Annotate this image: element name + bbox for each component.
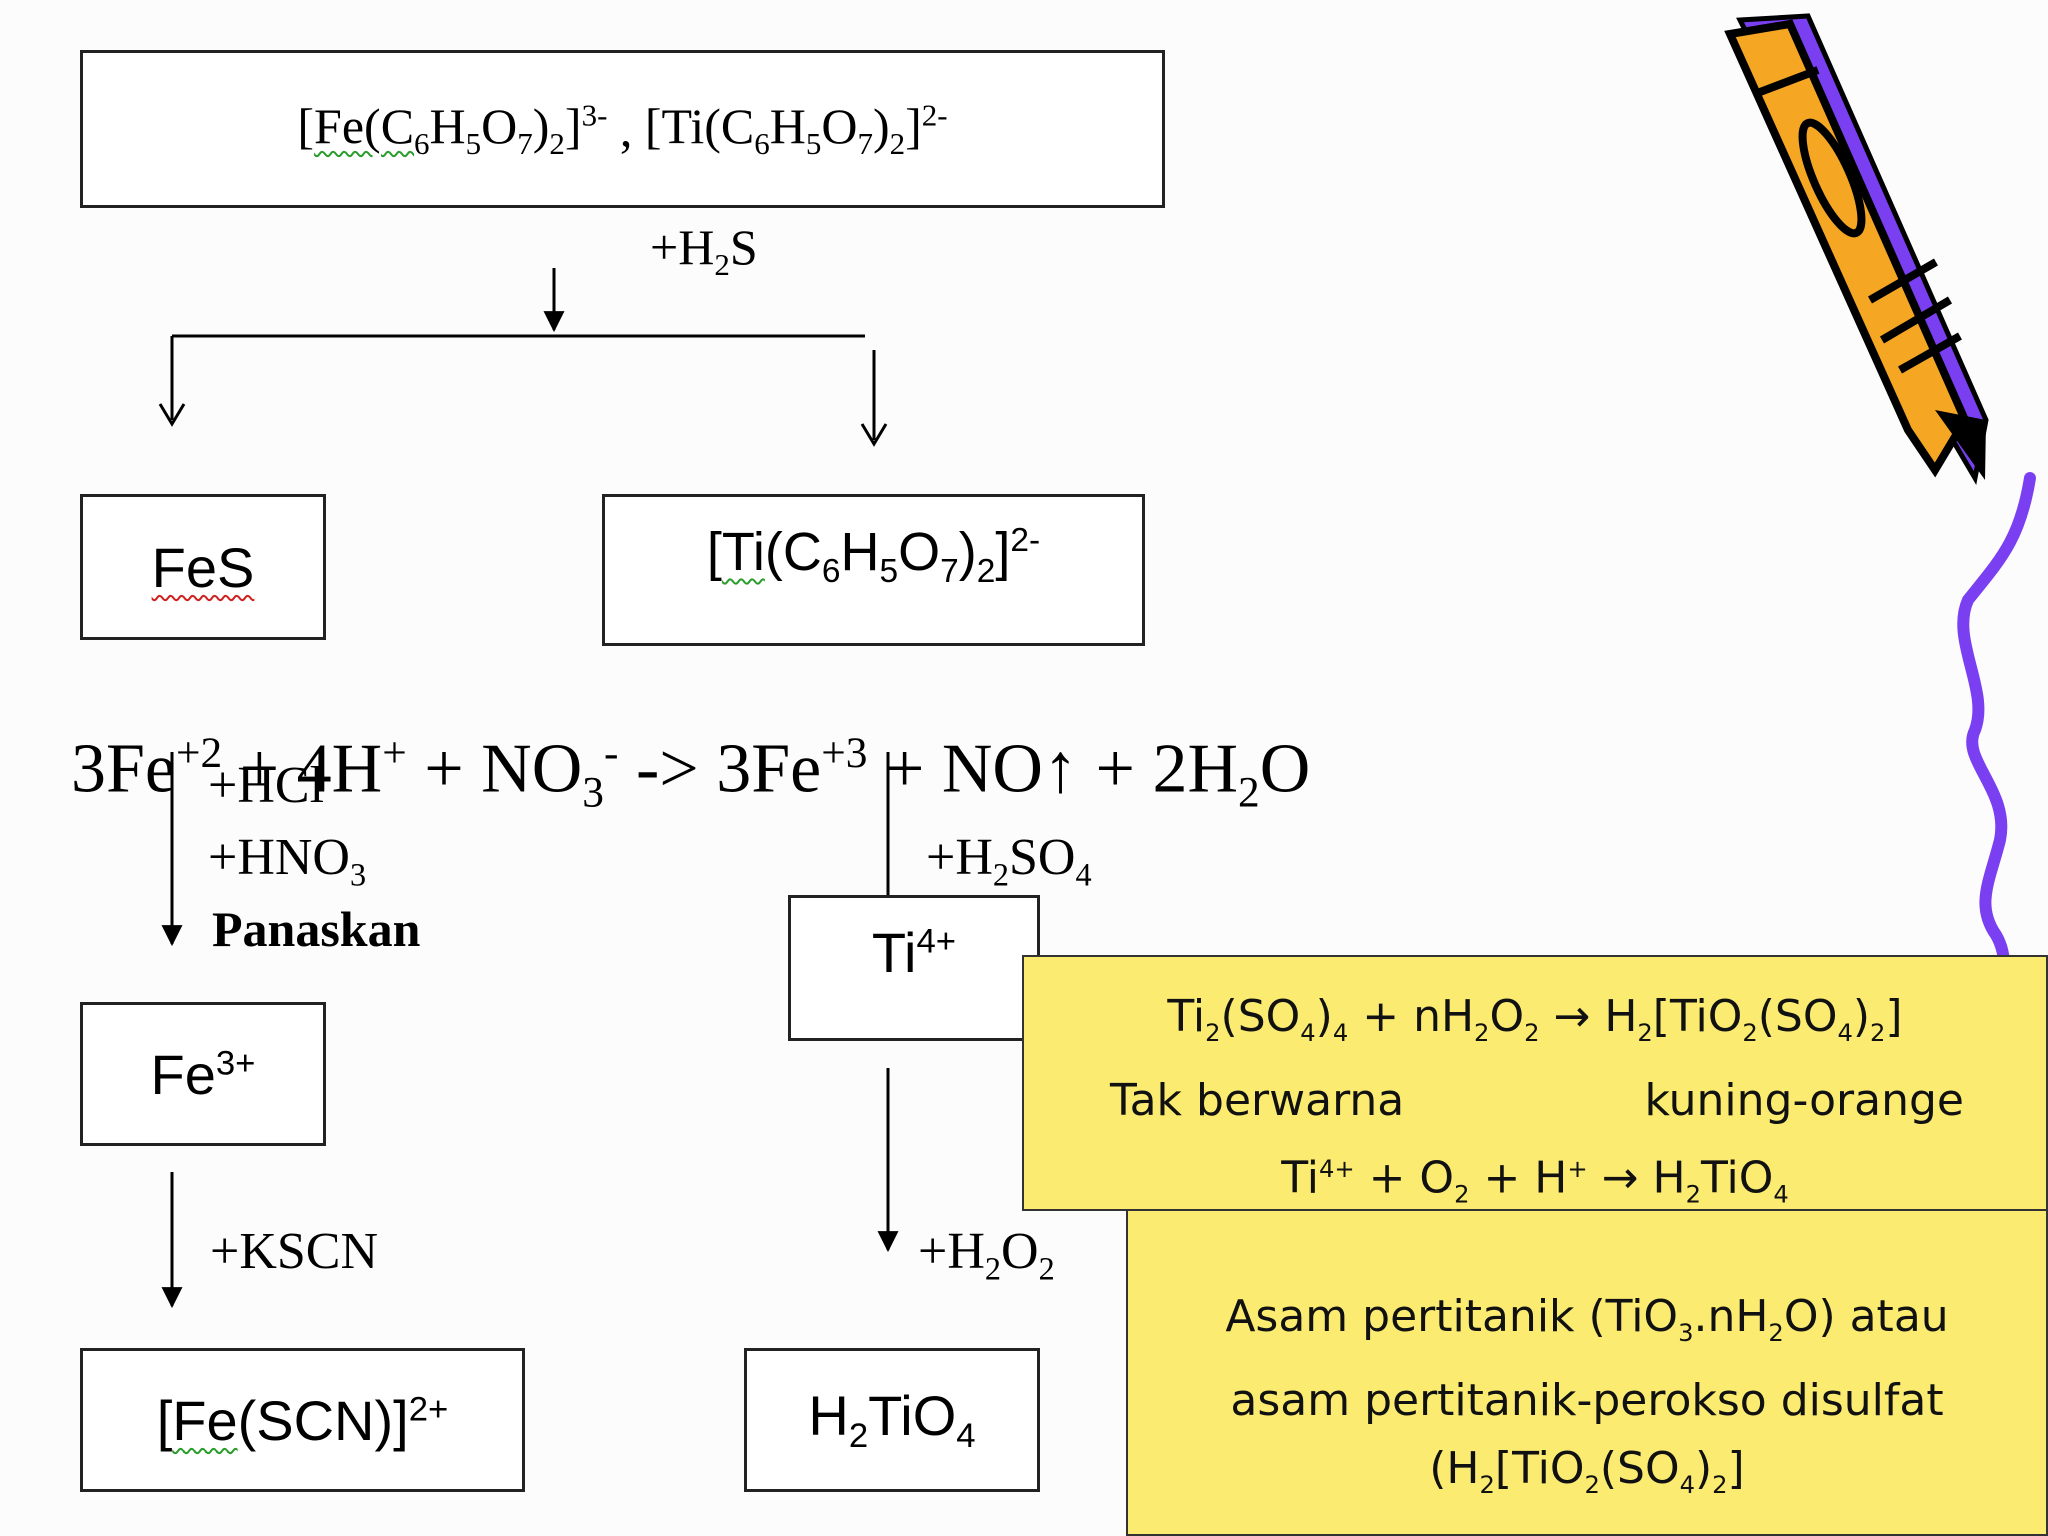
fe3-label: Fe3+ (150, 1042, 256, 1106)
colorless-label: Tak berwarna (1110, 1074, 1405, 1126)
fe3-box: Fe3+ (80, 1002, 326, 1146)
reagent-panaskan: Panaskan (212, 901, 421, 957)
fe-citrate-complex: [Fe(C6H5O7)2]3- (297, 96, 608, 161)
fes-box: FeS (80, 494, 326, 640)
reagent-hno3: +HNO3 (208, 829, 367, 893)
pencil-icon (1724, 13, 1989, 485)
ti-complex-box: [Ti(C6H5O7)2]2- (602, 494, 1145, 646)
reagent-h2s: +H2S (650, 219, 758, 282)
ti4-label: Ti4+ (871, 921, 957, 984)
redox-equation: 3Fe+2 + 4H+ + NO3- -> 3Fe+3 + NO↑ + 2H2O (71, 729, 1311, 817)
top-complex-box: [Fe(C6H5O7)2]3- , [Ti(C6H5O7)2]2- (80, 50, 1165, 208)
reagent-kscn: +KSCN (210, 1223, 379, 1280)
h2tio4-label: H2TiO4 (808, 1384, 976, 1456)
squiggle-line (1957, 472, 2036, 1001)
h2tio4-box: H2TiO4 (744, 1348, 1040, 1492)
acid-note: Asam pertitanik (TiO3.nH2O) atau asam pe… (1126, 1205, 2048, 1536)
separator: , (607, 101, 645, 157)
ti-complex-formula: [Ti(C6H5O7)2]2- (706, 522, 1041, 590)
yellow-orange-label: kuning-orange (1644, 1074, 1965, 1126)
reaction-line-2: Tak berwarna kuning-orange (1024, 1067, 2046, 1135)
acid-line-1: Asam pertitanik (TiO3.nH2O) atau (1225, 1291, 1949, 1347)
fescn-label: [Fe(SCN)]2+ (156, 1388, 449, 1452)
reaction-line-3: Ti4+ + O2 + H+ → H2TiO4 (1281, 1152, 1789, 1209)
ti-citrate-complex: [Ti(C6H5O7)2]2- (644, 96, 948, 161)
reaction-note: Ti2(SO4)4 + nH2O2 → H2[TiO2(SO4)2] Tak b… (1022, 955, 2048, 1211)
acid-line-2: asam pertitanik-perokso disulfat (1230, 1374, 1944, 1426)
fes-label: FeS (151, 535, 255, 599)
reaction-line-1: Ti2(SO4)4 + nH2O2 → H2[TiO2(SO4)2] (1167, 991, 1903, 1047)
fescn-box: [Fe(SCN)]2+ (80, 1348, 525, 1492)
ti4-box: Ti4+ (788, 895, 1040, 1041)
reagent-h2so4: +H2SO4 (926, 829, 1092, 893)
acid-line-3: (H2[TiO2(SO4)2] (1429, 1442, 1745, 1499)
reagent-h2o2: +H2O2 (918, 1223, 1055, 1287)
reagent-hcl: +HCl (208, 757, 325, 814)
